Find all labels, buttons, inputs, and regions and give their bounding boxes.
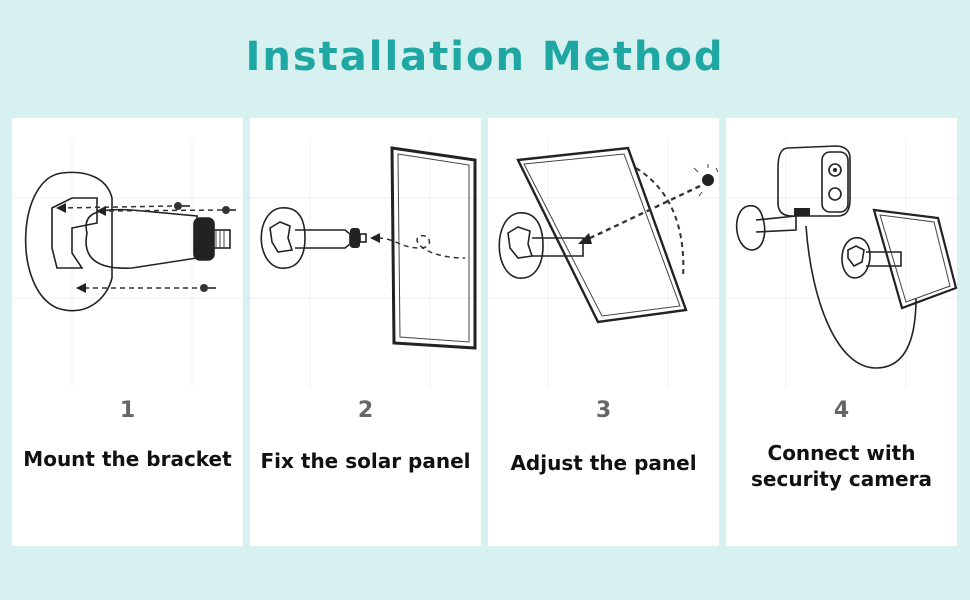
camera-connect-illustration [726, 138, 957, 388]
step-caption: Fix the solar panel [260, 449, 471, 473]
step-number: 2 [357, 398, 374, 423]
step-number: 4 [833, 398, 850, 423]
step-caption-line-1: Connect with [767, 441, 916, 465]
step-caption: Connect with security camera [726, 440, 957, 492]
step-number: 3 [595, 398, 612, 423]
page-title: Installation Method [245, 34, 725, 80]
step-card-2: 2 Fix the solar panel [250, 118, 481, 546]
step-card-3: 3 Adjust the panel [488, 118, 719, 546]
step-caption: Adjust the panel [510, 451, 697, 475]
steps-container: 1 Mount the bracket 2 Fix the solar pane… [12, 118, 958, 546]
step-caption: Mount the bracket [23, 447, 232, 471]
step-caption-line-2: security camera [751, 467, 932, 491]
step-card-1: 1 Mount the bracket [12, 118, 243, 546]
step-card-4: 4 Connect with security camera [726, 118, 957, 546]
fix-solar-panel-illustration [250, 138, 481, 388]
bracket-mount-illustration [12, 138, 243, 388]
adjust-panel-illustration [488, 138, 719, 388]
step-number: 1 [119, 398, 136, 423]
